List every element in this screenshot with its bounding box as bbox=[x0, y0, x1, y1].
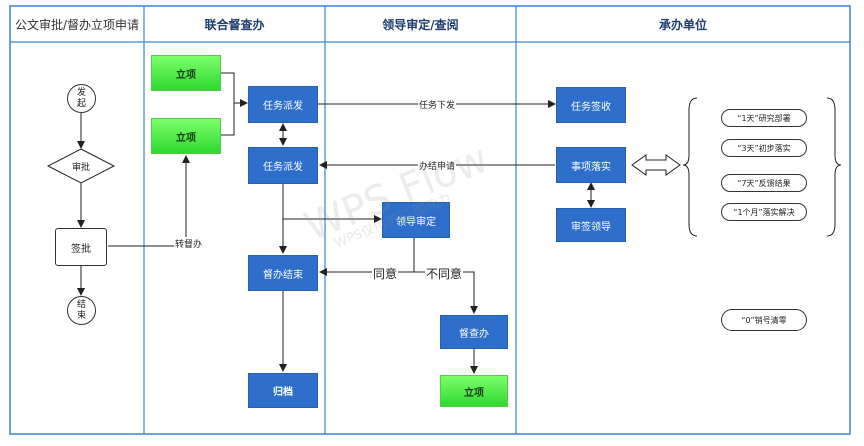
archive-box[interactable]: 归档 bbox=[248, 373, 318, 408]
timeline-pill-1month: “1个月”落实解决 bbox=[721, 203, 807, 221]
zero-clear-pill: “0”销号清零 bbox=[721, 309, 807, 331]
edge-agree bbox=[319, 238, 415, 276]
edge-sign-to-project bbox=[108, 155, 190, 247]
dispatch-box-2[interactable]: 任务派发 bbox=[248, 147, 318, 184]
project-box-2[interactable]: 立项 bbox=[151, 118, 221, 154]
dispatch-box-1[interactable]: 任务派发 bbox=[248, 86, 318, 123]
leader-review-box[interactable]: 领导审定 bbox=[382, 202, 450, 238]
transfer-label: 转督办 bbox=[174, 237, 204, 250]
end-circle-label: 结束 bbox=[76, 299, 86, 321]
edge-project1-to-dispatch bbox=[221, 72, 248, 107]
sign-leader-box[interactable]: 审签领导 bbox=[556, 208, 626, 242]
implement-box[interactable]: 事项落实 bbox=[556, 147, 626, 183]
supervise-end-box[interactable]: 督办结束 bbox=[248, 255, 318, 291]
end-circle[interactable]: 结束 bbox=[67, 296, 96, 325]
edge-project2-to-dispatch bbox=[221, 103, 235, 136]
decision-label: 审批 bbox=[72, 163, 91, 173]
lane-frame bbox=[9, 5, 851, 435]
receive-box[interactable]: 任务签收 bbox=[556, 87, 626, 123]
left-brace-icon bbox=[682, 97, 698, 237]
timeline-pill-1day: “1天”研究部署 bbox=[721, 109, 807, 127]
lane-header-undertaker: 承办单位 bbox=[658, 17, 707, 32]
double-arrow-icon bbox=[631, 154, 681, 176]
disagree-label: 不同意 bbox=[425, 265, 464, 282]
lane-header-joint-office: 联合督查办 bbox=[204, 17, 265, 32]
start-circle-label: 发起 bbox=[76, 87, 86, 109]
project-box-3[interactable]: 立项 bbox=[440, 375, 508, 407]
supervise-box[interactable]: 督查办 bbox=[440, 315, 508, 349]
start-circle[interactable]: 发起 bbox=[67, 84, 96, 113]
project-box-1[interactable]: 立项 bbox=[151, 55, 221, 91]
lane-header-apply: 公文审批/督办立项申请 bbox=[14, 17, 140, 32]
timeline-pill-3day: “3天”初步落实 bbox=[721, 139, 807, 157]
task-issue-label: 任务下发 bbox=[418, 98, 457, 111]
agree-label: 同意 bbox=[372, 265, 399, 282]
sign-box[interactable]: 签批 bbox=[55, 228, 107, 266]
timeline-pill-7day: “7天”反馈结果 bbox=[721, 174, 807, 192]
right-brace-icon bbox=[826, 97, 842, 237]
closing-apply-label: 办结申请 bbox=[418, 159, 457, 172]
lane-header-leader: 领导审定/查阅 bbox=[382, 17, 459, 32]
